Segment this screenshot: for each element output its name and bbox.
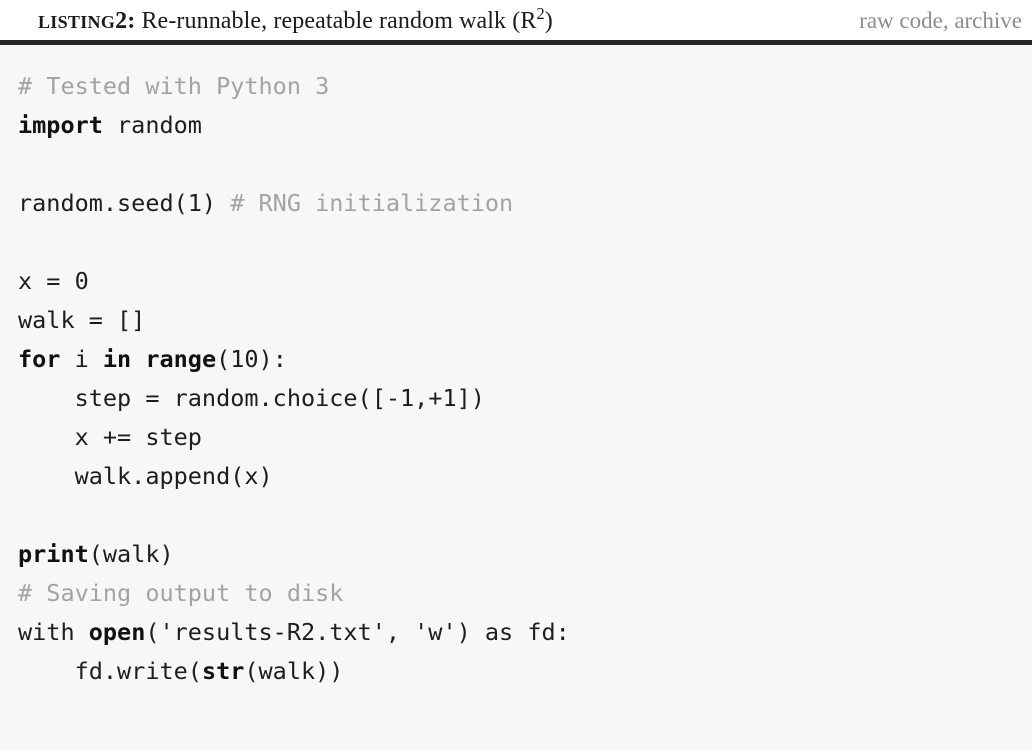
code-comment: # Saving output to disk xyxy=(18,579,344,607)
code-keyword: str xyxy=(201,657,245,685)
links-separator: , xyxy=(942,7,955,33)
code-indent xyxy=(18,384,75,412)
page-title: Listing2: Re-runnable, repeatable random… xyxy=(38,5,553,34)
raw-code-link[interactable]: raw code xyxy=(859,7,943,33)
code-keyword: range xyxy=(145,345,217,373)
code-text xyxy=(131,345,145,373)
caption-superscript: 2 xyxy=(536,3,545,23)
code-line: with open('results-R2.txt', 'w') as fd: xyxy=(18,613,1032,652)
caption-description-text: Re-runnable, repeatable random walk (R xyxy=(141,7,537,34)
code-line: for i in range(10): xyxy=(18,340,1032,379)
code-listing[interactable]: # Tested with Python 3 import random rand… xyxy=(18,67,1032,691)
listing-links: raw code, archive xyxy=(859,9,1026,32)
code-text: step = random.choice([-1,+1]) xyxy=(74,384,485,412)
code-text: ('results-R2.txt', 'w') as fd: xyxy=(145,618,570,646)
code-text: x += step xyxy=(74,423,202,451)
code-text: random.seed(1) xyxy=(18,189,231,217)
code-text: walk.append(x) xyxy=(74,462,273,490)
code-line: walk = [] xyxy=(18,301,1032,340)
archive-link[interactable]: archive xyxy=(954,7,1022,33)
code-keyword: open xyxy=(88,618,146,646)
code-line: walk.append(x) xyxy=(18,457,1032,496)
code-comment: # RNG initialization xyxy=(230,189,514,217)
code-line: # Saving output to disk xyxy=(18,574,1032,613)
code-line: # Tested with Python 3 xyxy=(18,67,1032,106)
code-text: i xyxy=(60,345,103,373)
listing-caption-row: Listing2: Re-runnable, repeatable random… xyxy=(0,0,1032,40)
code-comment: # Tested with Python 3 xyxy=(18,72,330,100)
code-text: (walk)) xyxy=(244,657,344,685)
caption-description: Re-runnable, repeatable random walk (R2) xyxy=(135,5,553,34)
code-keyword: import xyxy=(18,111,103,139)
code-line: x += step xyxy=(18,418,1032,457)
code-line: print(walk) xyxy=(18,535,1032,574)
code-text: (walk) xyxy=(88,540,174,568)
code-keyword: print xyxy=(18,540,89,568)
code-line: x = 0 xyxy=(18,262,1032,301)
code-line: random.seed(1) # RNG initialization xyxy=(18,184,1032,223)
code-text: fd.write( xyxy=(74,657,202,685)
code-text: with xyxy=(18,618,89,646)
code-indent xyxy=(18,657,75,685)
code-indent xyxy=(18,462,75,490)
code-line xyxy=(18,496,1032,535)
code-text: random xyxy=(102,111,202,139)
code-indent xyxy=(18,423,75,451)
code-line xyxy=(18,145,1032,184)
code-block[interactable]: # Tested with Python 3 import random rand… xyxy=(0,45,1032,750)
code-line: import random xyxy=(18,106,1032,145)
caption-separator: : xyxy=(127,7,136,34)
code-keyword: for xyxy=(18,345,61,373)
code-line xyxy=(18,223,1032,262)
caption-number: 2 xyxy=(115,7,128,34)
code-text: x = 0 xyxy=(18,267,89,295)
code-text: walk = [] xyxy=(18,306,146,334)
code-line: step = random.choice([-1,+1]) xyxy=(18,379,1032,418)
code-keyword: in xyxy=(102,345,132,373)
caption-description-tail: ) xyxy=(544,7,553,34)
code-text: (10): xyxy=(216,345,287,373)
caption-label: Listing xyxy=(38,6,116,34)
code-line: fd.write(str(walk)) xyxy=(18,652,1032,691)
caption-rule xyxy=(0,40,1032,45)
